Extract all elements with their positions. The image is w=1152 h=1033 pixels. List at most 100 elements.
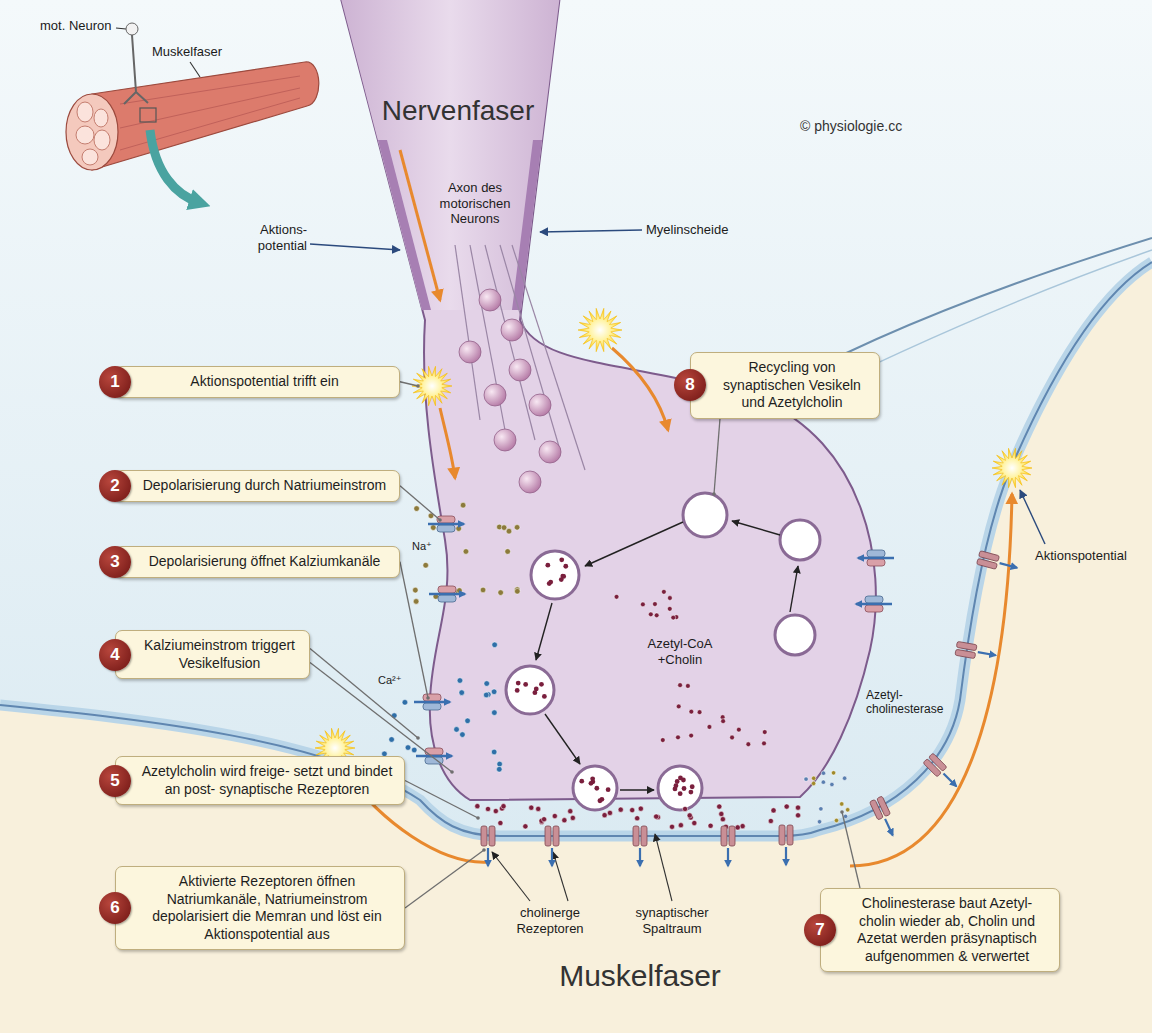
cholinergic-receptor xyxy=(869,796,899,838)
acetylcholine xyxy=(635,816,640,821)
nerve-terminal xyxy=(340,0,876,800)
acetate xyxy=(831,771,835,775)
calcium-ion xyxy=(457,678,463,684)
calcium-ion xyxy=(460,732,466,738)
part-label: cholinerge Rezeptoren xyxy=(503,905,598,936)
ion-channel xyxy=(858,550,894,566)
empty-vesicle xyxy=(780,520,820,560)
callout-box: 5Azetylcholin wird freige- setzt und bin… xyxy=(115,756,405,805)
acetylcholine xyxy=(475,804,480,809)
acetylcholine xyxy=(762,730,767,735)
calcium-ion xyxy=(389,737,395,743)
empty-vesicle xyxy=(683,493,727,537)
sodium-ion xyxy=(413,599,419,605)
leader-end xyxy=(426,696,430,700)
calcium-ion xyxy=(459,690,465,696)
recycling-arrow xyxy=(545,714,580,764)
recycling-arrows xyxy=(536,521,798,790)
callout-number: 4 xyxy=(99,639,131,671)
sodium-ion xyxy=(463,549,469,555)
acetylcholine xyxy=(784,804,789,809)
choline xyxy=(819,807,823,811)
acetylcholine xyxy=(606,787,611,792)
choline xyxy=(817,820,821,824)
recycling-arrow xyxy=(620,789,654,790)
acetylcholine xyxy=(740,824,745,829)
myelin-sheath xyxy=(512,140,542,310)
part-label: Axon des motorischen Neurons xyxy=(428,180,523,227)
callout-leader xyxy=(400,382,418,386)
cholinergic-receptor xyxy=(955,641,997,662)
sodium-ion xyxy=(515,588,521,594)
calcium-ion xyxy=(492,642,498,648)
action-potential-burst xyxy=(412,366,452,405)
acetylcholine xyxy=(689,709,694,714)
acetylcholine xyxy=(653,602,658,607)
acetylcholine xyxy=(688,790,693,795)
acetylcholine xyxy=(682,806,687,811)
choline xyxy=(804,777,808,781)
cholinergic-receptor xyxy=(545,826,559,866)
calcium-ion xyxy=(496,766,502,772)
synaptic-vesicle xyxy=(479,289,501,311)
sodium-ion xyxy=(501,525,507,531)
part-label: Muskelfaser xyxy=(152,44,222,60)
filled-vesicle xyxy=(531,551,579,599)
acetylcholine xyxy=(618,807,623,812)
ion-channel xyxy=(416,748,452,764)
calcium-ion xyxy=(402,699,408,705)
calcium-ion xyxy=(491,689,497,695)
calcium-ion xyxy=(411,747,417,753)
copyright-note: © physiologie.cc xyxy=(800,118,902,135)
acetylcholine xyxy=(746,742,751,747)
calcium-ion xyxy=(491,749,497,755)
acetylcholine xyxy=(562,818,567,823)
acetylcholine xyxy=(708,823,713,828)
acetylcholine xyxy=(545,563,550,568)
calcium-ion xyxy=(483,692,489,698)
acetylcholine xyxy=(661,589,666,594)
acetylcholine xyxy=(523,682,528,687)
acetylcholine xyxy=(589,781,594,786)
callout-box: 2Depolarisierung durch Natriumeinstrom xyxy=(115,470,400,502)
acetylcholine xyxy=(795,805,800,810)
molecule-label: Azetyl-CoA +Cholin xyxy=(635,636,725,667)
leader-end xyxy=(438,518,442,522)
acetylcholine xyxy=(607,810,612,815)
acetylcholine xyxy=(498,820,503,825)
enzyme-label: Azetyl- cholinesterase xyxy=(866,688,950,717)
sodium-ion xyxy=(430,525,436,531)
callout-leader xyxy=(405,850,484,908)
choline xyxy=(821,771,825,775)
acetylcholine xyxy=(570,815,575,820)
callout-number: 3 xyxy=(99,546,131,578)
acetylcholine xyxy=(654,613,659,618)
calcium-ion xyxy=(465,718,471,724)
acetylcholine xyxy=(676,704,681,709)
acetylcholine xyxy=(681,778,686,783)
sodium-ion xyxy=(498,590,504,596)
acetylcholine xyxy=(660,738,665,743)
ion-channel xyxy=(414,694,450,710)
leader-end xyxy=(840,810,844,814)
sodium-ion xyxy=(480,587,486,593)
acetate xyxy=(834,818,838,822)
callout-leader xyxy=(400,562,428,698)
acetylcholine xyxy=(493,808,498,813)
callout-leader xyxy=(310,649,418,739)
callout-leader xyxy=(400,486,440,520)
leader-end xyxy=(476,816,480,820)
callout-box: 4Kalziumeinstrom triggert Vesikelfusion xyxy=(115,630,310,679)
acetylcholine xyxy=(516,681,521,686)
part-label: Myelinscheide xyxy=(646,222,728,238)
calcium-ion xyxy=(405,745,411,751)
leader-end xyxy=(482,848,486,852)
part-label: Aktionspotential xyxy=(1035,548,1127,564)
leader-end xyxy=(712,492,716,496)
acetylcholine xyxy=(542,694,547,699)
callout-number: 5 xyxy=(99,765,131,797)
acetylcholine xyxy=(630,808,635,813)
sodium-ion xyxy=(506,528,512,534)
callout-number: 1 xyxy=(99,366,131,398)
calcium-ion xyxy=(497,761,503,767)
